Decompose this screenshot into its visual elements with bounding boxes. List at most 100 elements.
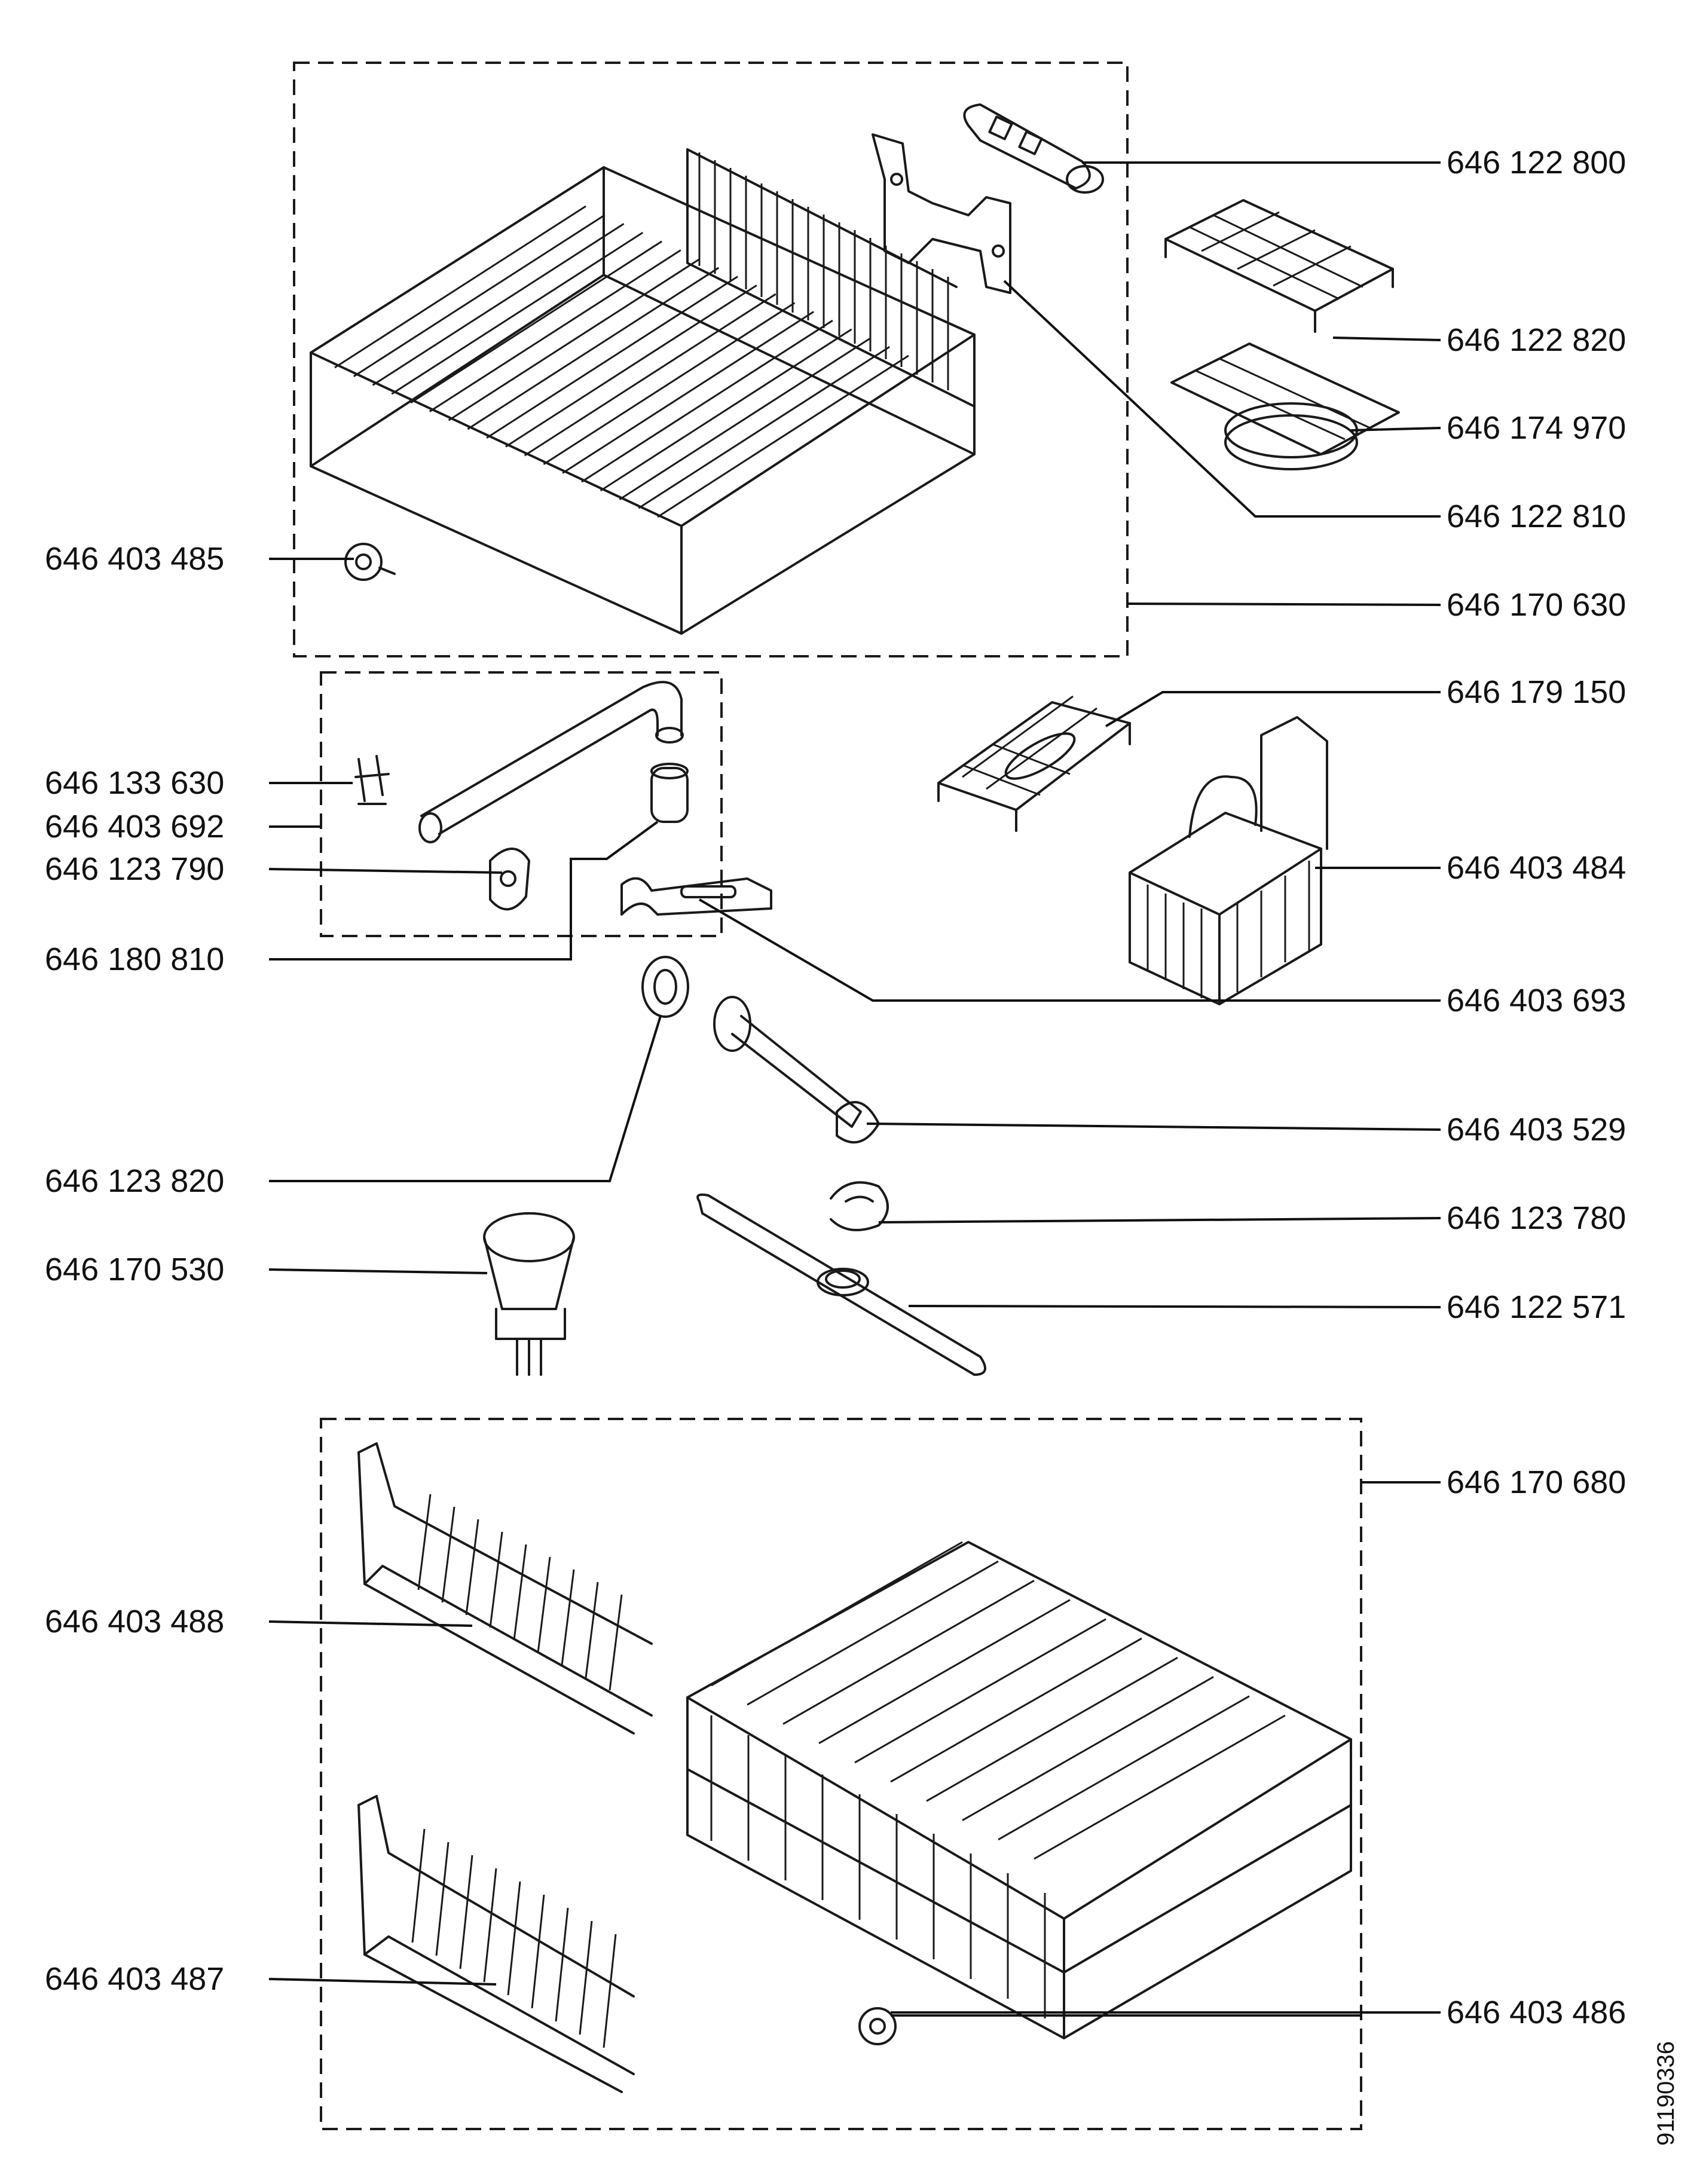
- drawing-code: 91190336: [1653, 2041, 1679, 2146]
- leader-p6: [1105, 691, 1441, 727]
- wire-line: [459, 1855, 473, 1969]
- wire-line: [486, 276, 738, 439]
- leader-p9: [866, 1122, 1441, 1131]
- wire-line: [1034, 1714, 1286, 1860]
- cutlery-basket-illustration: [1129, 716, 1328, 1005]
- upper-knob-illustration: [344, 543, 396, 581]
- wire-line: [505, 285, 757, 448]
- wire-line: [555, 1907, 569, 2022]
- part-number-label: 646 133 630: [45, 765, 224, 801]
- lower-basket-illustration: [686, 1541, 1352, 2039]
- wire-line: [513, 1544, 527, 1641]
- wire-line: [537, 1556, 551, 1653]
- part-number-label: 646 403 487: [45, 1961, 224, 1997]
- wire-line: [711, 1541, 963, 1687]
- wire-line: [998, 1695, 1250, 1841]
- part-number-label: 646 403 485: [45, 541, 224, 577]
- wire-line: [579, 1920, 593, 2035]
- part-number-label: 646 403 488: [45, 1604, 224, 1639]
- wire-line: [562, 311, 814, 474]
- wire-line: [465, 1519, 479, 1616]
- wire-line: [334, 205, 586, 369]
- part-number-label: 646 170 680: [1447, 1464, 1626, 1500]
- cup-shelf-illustration: [1164, 199, 1394, 333]
- leader-p8: [698, 898, 1441, 1002]
- wire-line: [657, 354, 909, 518]
- wire-line: [489, 1531, 503, 1628]
- connector-illustration: [650, 763, 689, 823]
- mounting-bracket-illustration: [620, 877, 772, 916]
- pipe-clip-illustration: [354, 755, 390, 805]
- part-number-label: 646 403 692: [45, 809, 224, 845]
- wire-line: [435, 1842, 450, 1956]
- part-number-label: 646 174 970: [1447, 410, 1626, 446]
- wire-line: [417, 1494, 432, 1590]
- part-number-label: 646 122 810: [1447, 498, 1626, 534]
- rail-bracket-illustration: [872, 133, 1011, 294]
- leader-p2: [1332, 337, 1441, 341]
- part-labels: 646 122 800 646 122 820 646 174 970 646 …: [45, 145, 1679, 2146]
- leader-p19: [269, 1015, 662, 1182]
- wire-line: [391, 231, 644, 395]
- gasket-illustration: [641, 956, 689, 1018]
- part-number-label: 646 403 693: [1447, 983, 1626, 1018]
- wire-line: [600, 328, 852, 492]
- wire-line: [411, 1828, 426, 1943]
- lower-spray-arm-illustration: [696, 1193, 986, 1376]
- part-number-label: 646 122 800: [1447, 145, 1626, 181]
- supply-pipe-illustration: [418, 681, 684, 843]
- leader-p13: [891, 2011, 1441, 2017]
- part-number-label: 646 123 780: [1447, 1200, 1626, 1236]
- wire-line: [483, 1868, 497, 1983]
- wire-line: [429, 249, 681, 412]
- wire-line: [962, 1676, 1214, 1821]
- wire-line: [410, 240, 662, 404]
- handle-cover-illustration: [963, 103, 1104, 194]
- wire-line: [441, 1506, 455, 1603]
- leader-p22: [268, 1978, 497, 1986]
- part-number-label: 646 403 486: [1447, 1995, 1626, 2030]
- wire-line: [603, 1934, 617, 2048]
- leader-p20: [268, 1268, 488, 1274]
- part-number-label: 646 123 820: [45, 1163, 224, 1199]
- leader-lines: [268, 161, 1441, 2017]
- wire-line: [531, 1894, 545, 2009]
- water-supply-assembly-frame: [320, 671, 723, 937]
- leader-p18: [269, 821, 659, 961]
- wire-line: [818, 1599, 1071, 1744]
- wire-line: [467, 267, 720, 430]
- cutlery-grid-illustration: [937, 695, 1131, 832]
- wire-line: [747, 1560, 999, 1706]
- wire-line: [926, 1657, 1178, 1802]
- plate-rack-lower-illustration: [357, 1795, 635, 2093]
- filter-cone-illustration: [483, 1212, 575, 1376]
- wire-line: [561, 1569, 575, 1666]
- part-number-label: 646 122 571: [1447, 1289, 1626, 1325]
- lower-knob-illustration: [858, 2007, 897, 2045]
- wire-line: [581, 319, 833, 483]
- upper-basket-assembly-frame: [293, 62, 1129, 657]
- part-number-label: 646 179 150: [1447, 674, 1626, 710]
- upper-basket-illustration: [310, 148, 976, 635]
- part-number-label: 646 123 790: [45, 851, 224, 887]
- wire-line: [448, 258, 701, 421]
- leader-p21: [268, 1620, 473, 1627]
- upper-spray-arm-illustration: [713, 996, 880, 1144]
- part-number-label: 646 170 530: [45, 1252, 224, 1287]
- wire-line: [524, 293, 776, 457]
- part-number-label: 646 170 630: [1447, 587, 1626, 623]
- wire-line: [507, 1881, 521, 1996]
- leader-p3: [1350, 427, 1441, 432]
- plate-rack-upper-illustration: [357, 1442, 653, 1735]
- leader-p11: [908, 1305, 1441, 1308]
- wire-line: [543, 302, 796, 466]
- wire-line: [609, 1594, 623, 1691]
- part-number-label: 646 403 484: [1447, 850, 1626, 886]
- lock-ring-illustration: [830, 1181, 889, 1231]
- seal-plate-illustration: [489, 848, 530, 911]
- part-number-label: 646 403 529: [1447, 1112, 1626, 1148]
- leader-p5: [1127, 602, 1441, 606]
- part-number-label: 646 122 820: [1447, 322, 1626, 358]
- wire-line: [782, 1580, 1035, 1725]
